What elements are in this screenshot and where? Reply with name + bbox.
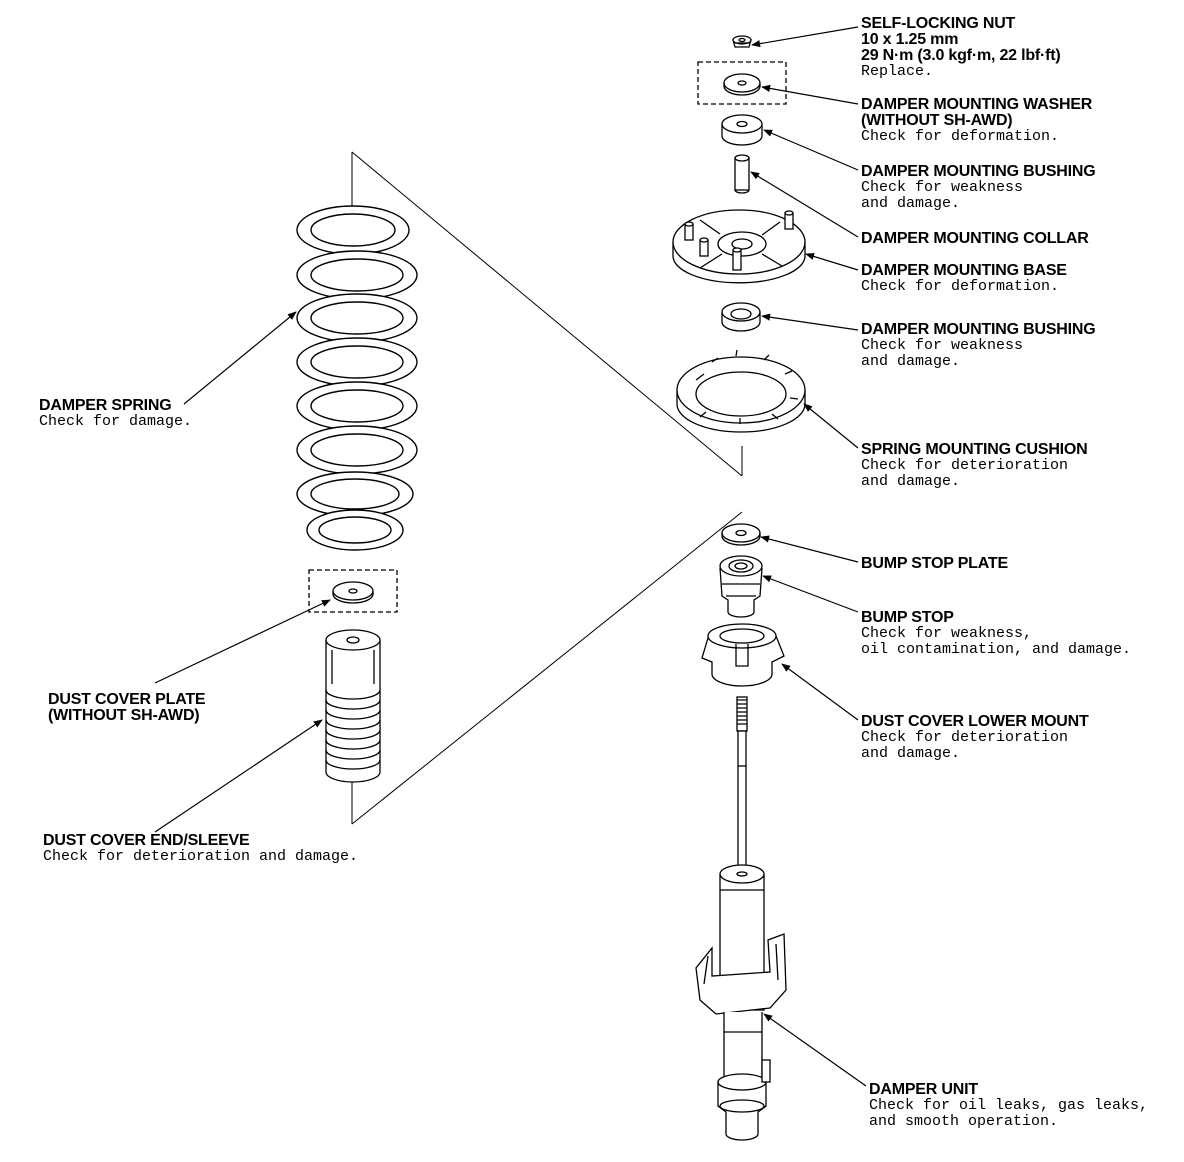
label-damper-mounting-collar: DAMPER MOUNTING COLLAR bbox=[861, 231, 1089, 247]
label-bump-stop-plate: BUMP STOP PLATE bbox=[861, 556, 1008, 572]
bump-stop-note2: oil contamination, and damage. bbox=[861, 641, 1132, 658]
damper-mounting-base-part bbox=[672, 209, 806, 284]
spring-mounting-cushion-note1: Check for deterioration bbox=[861, 457, 1069, 474]
bump-stop-title: BUMP STOP bbox=[861, 609, 954, 626]
damper-mounting-base-title: DAMPER MOUNTING BASE bbox=[861, 262, 1067, 279]
damper-mounting-bushing-lower-title: DAMPER MOUNTING BUSHING bbox=[861, 321, 1096, 338]
damper-mounting-bushing-upper-title: DAMPER MOUNTING BUSHING bbox=[861, 163, 1096, 180]
damper-mounting-bushing-upper-note2: and damage. bbox=[861, 195, 961, 212]
self-locking-nut-size: 10 x 1.25 mm bbox=[861, 31, 959, 48]
dust-cover-sleeve-part bbox=[325, 629, 381, 783]
dust-cover-plate-subtitle: (WITHOUT SH-AWD) bbox=[48, 707, 200, 724]
damper-mounting-bushing-upper-note1: Check for weakness bbox=[861, 179, 1024, 196]
label-damper-spring: DAMPER SPRING Check for damage. bbox=[39, 398, 192, 430]
label-damper-mounting-base: DAMPER MOUNTING BASE Check for deformati… bbox=[861, 263, 1067, 295]
damper-mounting-washer-title: DAMPER MOUNTING WASHER bbox=[861, 96, 1093, 113]
dust-cover-lower-mount-note2: and damage. bbox=[861, 745, 961, 762]
leader-arrows bbox=[154, 26, 867, 1087]
bump-stop-part bbox=[719, 555, 763, 618]
damper-mounting-washer-note: Check for deformation. bbox=[861, 128, 1060, 145]
damper-unit-note2: and smooth operation. bbox=[869, 1113, 1059, 1130]
bump-stop-plate-part bbox=[721, 523, 761, 546]
bump-stop-plate-title: BUMP STOP PLATE bbox=[861, 555, 1008, 572]
label-self-locking-nut: SELF-LOCKING NUT 10 x 1.25 mm 29 N·m (3.… bbox=[861, 16, 1061, 80]
label-dust-cover-end-sleeve: DUST COVER END/SLEEVE Check for deterior… bbox=[43, 833, 358, 865]
damper-mounting-bushing-lower-part bbox=[721, 302, 761, 332]
damper-spring-title: DAMPER SPRING bbox=[39, 397, 172, 414]
label-damper-mounting-bushing-lower: DAMPER MOUNTING BUSHING Check for weakne… bbox=[861, 322, 1096, 370]
label-damper-mounting-washer: DAMPER MOUNTING WASHER (WITHOUT SH-AWD) … bbox=[861, 97, 1092, 145]
damper-spring-part bbox=[296, 205, 418, 551]
projection-lines bbox=[351, 151, 743, 825]
damper-spring-note: Check for damage. bbox=[39, 413, 193, 430]
self-locking-nut-part bbox=[732, 35, 752, 48]
self-locking-nut-torque: 29 N·m (3.0 kgf·m, 22 lbf·ft) bbox=[861, 47, 1061, 64]
label-bump-stop: BUMP STOP Check for weakness, oil contam… bbox=[861, 610, 1131, 658]
damper-mounting-bushing-lower-note2: and damage. bbox=[861, 353, 961, 370]
spring-mounting-cushion-title: SPRING MOUNTING CUSHION bbox=[861, 441, 1088, 458]
dust-cover-plate-part bbox=[308, 569, 398, 613]
damper-mounting-bushing-lower-note1: Check for weakness bbox=[861, 337, 1024, 354]
damper-mounting-bushing-upper-part bbox=[721, 114, 763, 146]
label-damper-unit: DAMPER UNIT Check for oil leaks, gas lea… bbox=[869, 1082, 1148, 1130]
label-damper-mounting-bushing-upper: DAMPER MOUNTING BUSHING Check for weakne… bbox=[861, 164, 1096, 212]
dust-cover-plate-title: DUST COVER PLATE bbox=[48, 691, 206, 708]
damper-unit-title: DAMPER UNIT bbox=[869, 1081, 978, 1098]
damper-unit-part bbox=[695, 696, 787, 1141]
self-locking-nut-note: Replace. bbox=[861, 63, 934, 80]
spring-mounting-cushion-part bbox=[676, 349, 806, 433]
bump-stop-note1: Check for weakness, bbox=[861, 625, 1033, 642]
damper-mounting-washer-subtitle: (WITHOUT SH-AWD) bbox=[861, 112, 1013, 129]
label-spring-mounting-cushion: SPRING MOUNTING CUSHION Check for deteri… bbox=[861, 442, 1088, 490]
self-locking-nut-title: SELF-LOCKING NUT bbox=[861, 15, 1016, 32]
spring-mounting-cushion-note2: and damage. bbox=[861, 473, 961, 490]
damper-unit-note1: Check for oil leaks, gas leaks, bbox=[869, 1097, 1149, 1114]
dust-cover-lower-mount-note1: Check for deterioration bbox=[861, 729, 1069, 746]
damper-mounting-collar-title: DAMPER MOUNTING COLLAR bbox=[861, 230, 1089, 247]
dust-cover-end-sleeve-title: DUST COVER END/SLEEVE bbox=[43, 832, 250, 849]
damper-mounting-washer-part bbox=[697, 61, 787, 105]
damper-mounting-base-note: Check for deformation. bbox=[861, 278, 1060, 295]
dust-cover-lower-mount-part bbox=[701, 623, 785, 687]
damper-mounting-collar-part bbox=[734, 154, 750, 194]
label-dust-cover-plate: DUST COVER PLATE (WITHOUT SH-AWD) bbox=[48, 691, 206, 724]
label-dust-cover-lower-mount: DUST COVER LOWER MOUNT Check for deterio… bbox=[861, 714, 1089, 762]
dust-cover-end-sleeve-note: Check for deterioration and damage. bbox=[43, 848, 359, 865]
dust-cover-lower-mount-title: DUST COVER LOWER MOUNT bbox=[861, 713, 1089, 730]
